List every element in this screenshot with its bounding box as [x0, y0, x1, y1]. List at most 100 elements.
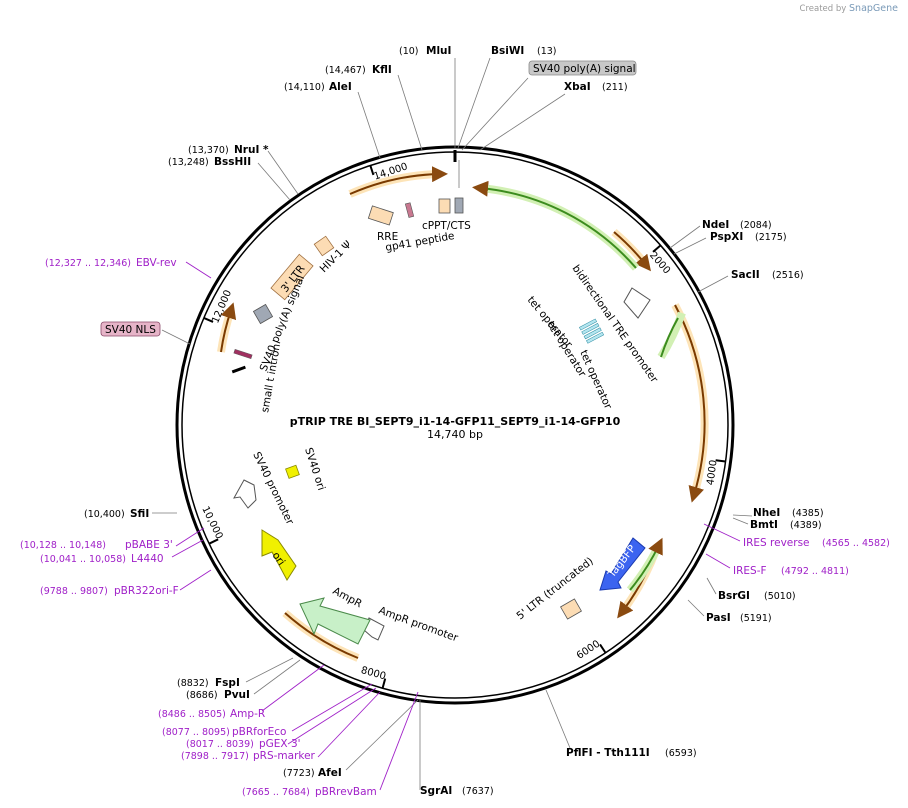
ampr-arrow: [299, 597, 371, 645]
enzyme-leaders: [152, 57, 753, 790]
green-arc-top-core: [472, 180, 637, 269]
ampr-primer-label: Amp-R: [230, 708, 265, 720]
ltr5-label: 5' LTR (truncated): [514, 555, 595, 622]
prs-marker-range: (7898 .. 7917): [181, 751, 249, 762]
nhei-pos: (4385): [792, 508, 824, 519]
bsshii-pos: (13,248): [168, 157, 209, 168]
tick-4000: [715, 459, 726, 463]
snapgene-brand: SnapGene: [849, 3, 898, 14]
rre-label: RRE: [377, 231, 398, 243]
pbrrevbam-range: (7665 .. 7684): [242, 787, 310, 798]
orf-arc-left-core: [220, 302, 237, 353]
sv40-ori-box: [285, 464, 300, 479]
afei-label: AfeI: [318, 767, 342, 779]
pvui-label: PvuI: [224, 689, 250, 701]
orf-arc-top-core: [349, 166, 448, 195]
polya-box-left: [252, 303, 274, 325]
sv40-promoter-label: SV40 promoter: [250, 450, 296, 527]
green-arc-right-core: [660, 317, 679, 358]
sfii-label: SfiI: [130, 508, 149, 520]
kfli-pos: (14,467): [325, 65, 366, 76]
tick-label-4000: 4000: [705, 459, 719, 486]
bsiwi-label: BsiWI: [491, 45, 524, 57]
pasi-pos: (5191): [740, 613, 772, 624]
small-t-intron-glyph: [231, 365, 246, 374]
sv40-polya-top-badge: [528, 60, 637, 76]
sgrai-label: SgrAI: [420, 785, 452, 797]
nrui-pos: (13,370): [188, 145, 229, 156]
ori-arrow: [261, 529, 297, 581]
nrui-label: NruI *: [234, 144, 269, 156]
ltr3-box: [270, 253, 314, 301]
sacii-pos: (2516): [772, 270, 804, 281]
sv40-promoter-arrow: [233, 479, 257, 509]
pgex3-label: pGEX 3': [259, 738, 301, 750]
sfii-pos: (10,400): [84, 509, 125, 520]
tagbfp-arrow: [599, 537, 646, 591]
pspxi-label: PspXI: [710, 231, 743, 243]
pbr322ori-range: (9788 .. 9807): [40, 586, 108, 597]
tick-2000: [652, 244, 662, 253]
alei-pos: (14,110): [284, 82, 325, 93]
mlui-pos: (10): [399, 46, 419, 57]
orf-arc-bottom-left-core: [284, 612, 359, 659]
tick-12000: [203, 317, 214, 323]
bsshii-label: BssHII: [214, 156, 251, 168]
sv40-nls-badge-label: SV40 NLS: [105, 324, 156, 336]
bmti-pos: (4389): [790, 520, 822, 531]
pbrforeco-label: pBRforEco: [232, 726, 286, 738]
pgex3-range: (8017 .. 8039): [186, 739, 254, 750]
tick-6000: [599, 643, 607, 654]
tick-8000: [381, 678, 387, 689]
ampr-promoter-label: AmpR promoter: [377, 605, 460, 645]
ires-f-range: (4792 .. 4811): [781, 566, 849, 577]
nhei-label: NheI: [753, 507, 780, 519]
xbai-label: XbaI: [564, 81, 591, 93]
ires-f-label: IRES-F: [733, 565, 767, 577]
tet-operator-glyph: [579, 318, 605, 344]
sacii-label: SacII: [731, 269, 760, 281]
tick-label-10000: 10,000: [199, 505, 224, 541]
sgrai-pos: (7637): [462, 786, 494, 797]
pasi-label: PasI: [706, 612, 731, 624]
tick-14000: [369, 165, 375, 176]
ires-reverse-range: (4565 .. 4582): [822, 538, 890, 549]
orf-arc-top: [348, 170, 441, 198]
sv40-nls-badge: [100, 321, 161, 337]
ltr5-box: [560, 598, 582, 620]
afei-pos: (7723): [283, 768, 315, 779]
l4440-label: L4440: [131, 553, 164, 565]
tick-label-8000: 8000: [360, 665, 387, 682]
ebv-rev-range: (12,327 .. 12,346): [45, 258, 131, 269]
ebv-rev-label: EBV-rev: [136, 257, 177, 269]
ndei-label: NdeI: [702, 219, 729, 231]
pvui-pos: (8686): [186, 690, 218, 701]
map-title: pTRIP TRE BI_SEPT9_i1-14-GFP11_SEPT9_i1-…: [290, 415, 621, 428]
fspi-pos: (8832): [177, 678, 209, 689]
tet-operator-label-3: tet operator: [577, 348, 614, 411]
orf-arc-right-core: [674, 304, 706, 503]
pbr322ori-label: pBR322ori-F: [114, 585, 179, 597]
pbabe3-label: pBABE 3': [125, 539, 173, 551]
l4440-range: (10,041 .. 10,058): [40, 554, 126, 565]
pflfi-pos: (6593): [665, 748, 697, 759]
ndei-pos: (2084): [740, 220, 772, 231]
bidir-promoter-arrow: [623, 287, 651, 319]
kfli-label: KflI: [372, 64, 392, 76]
pbrrevbam-label: pBRrevBam: [315, 786, 377, 798]
pflfi-label: PflFI - Tth111I: [566, 747, 650, 759]
sv40-ori-label: SV40 ori: [302, 446, 327, 492]
bsiwi-pos: (13): [537, 46, 557, 57]
green-arc-top: [479, 184, 640, 271]
rre-box: [367, 205, 394, 226]
primer-leaders: [171, 261, 741, 791]
pbrforeco-range: (8077 .. 8095): [162, 727, 230, 738]
bmti-label: BmtI: [750, 519, 778, 531]
mlui-label: MluI: [426, 45, 451, 57]
ires-reverse-label: IRES reverse: [743, 537, 810, 549]
map-length: 14,740 bp: [427, 428, 483, 441]
cppt-box: [438, 198, 451, 214]
prs-marker-label: pRS-marker: [253, 750, 316, 762]
credit-label: Created by SnapGene: [800, 3, 898, 14]
